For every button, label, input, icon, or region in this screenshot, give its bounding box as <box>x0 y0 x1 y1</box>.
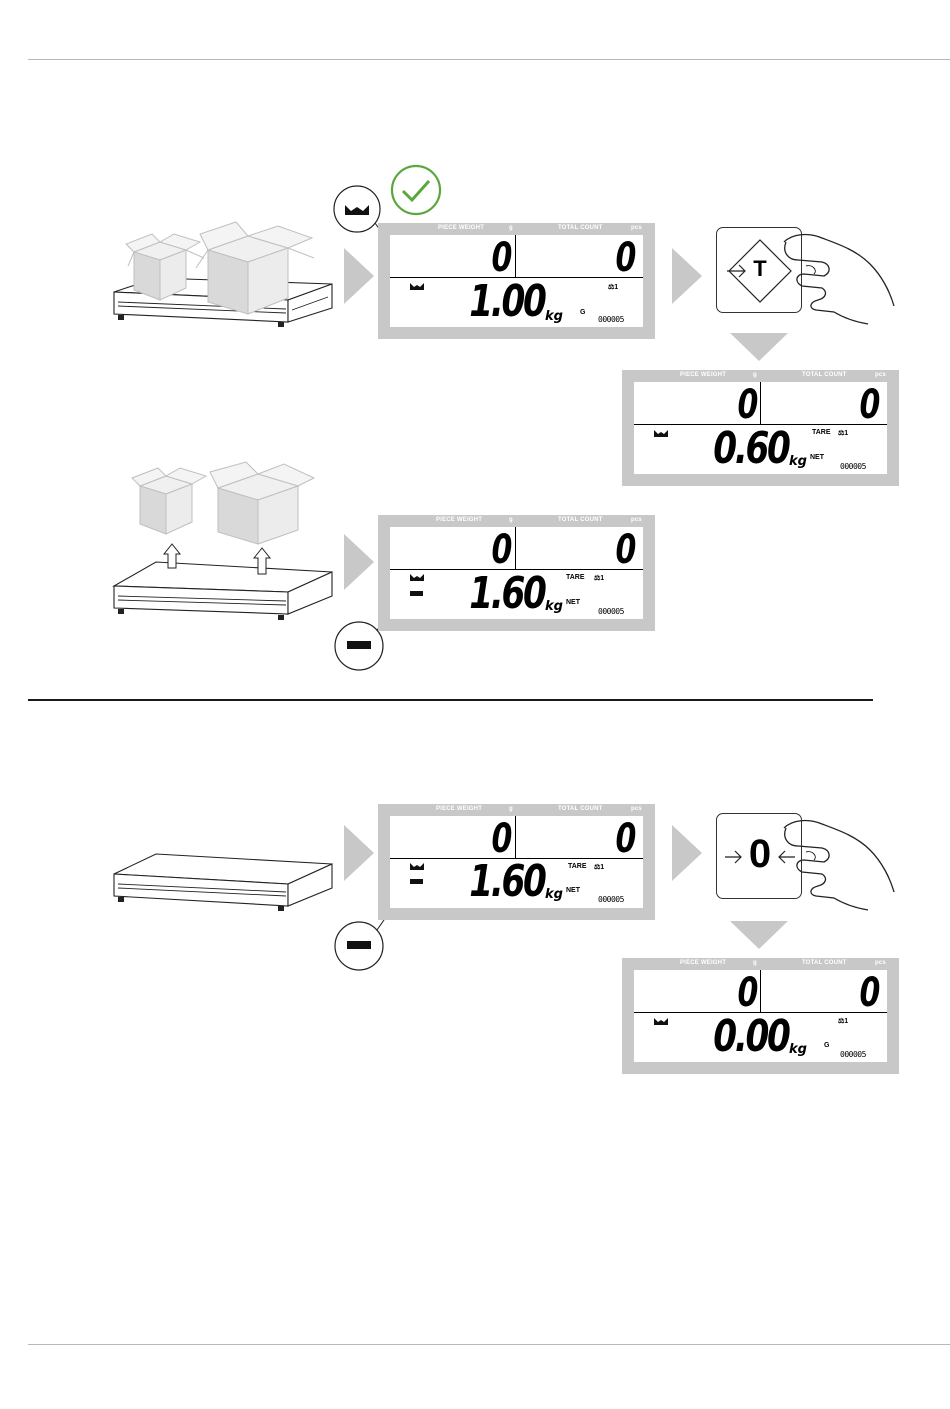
step-arrow-icon <box>672 248 702 304</box>
step-arrow-icon <box>730 333 788 361</box>
scale-platform-icon <box>108 462 338 637</box>
total-count-value: 0 <box>616 819 635 859</box>
scale-platform-icon <box>108 222 338 342</box>
piece-weight-unit: g <box>509 517 513 523</box>
weight-value: 0.00 <box>714 1015 789 1059</box>
total-count-value: 0 <box>616 530 635 570</box>
piece-weight-unit: g <box>509 225 513 231</box>
scale-number-icon: ⚖1 <box>594 863 604 871</box>
scale-platform-icon <box>108 848 338 920</box>
piece-weight-value: 0 <box>492 819 511 859</box>
display-screen: 0 0 0.00 kg G ⚖1 000005 <box>634 970 887 1062</box>
piece-weight-header: PIECE WEIGHT <box>680 960 726 966</box>
gross-net-indicator: G <box>580 309 585 316</box>
total-count-value: 0 <box>860 973 879 1013</box>
gross-net-indicator: NET <box>810 454 824 461</box>
scale-display: PIECE WEIGHT g TOTAL COUNT pcs 0 0 1.00 … <box>378 223 655 339</box>
total-count-header: TOTAL COUNT <box>558 806 603 812</box>
transaction-counter: 000005 <box>840 1050 866 1059</box>
step-arrow-icon <box>344 534 374 590</box>
weight-unit: kg <box>545 309 563 324</box>
gross-net-indicator: NET <box>566 887 580 894</box>
display-screen: 0 0 1.00 kg G ⚖1 000005 <box>390 235 643 327</box>
total-count-header: TOTAL COUNT <box>802 960 847 966</box>
zero-key-label: 0 <box>741 834 779 874</box>
piece-weight-header: PIECE WEIGHT <box>680 372 726 378</box>
total-count-unit: pcs <box>631 806 642 812</box>
piece-weight-value: 0 <box>738 385 757 425</box>
weight-value: 1.60 <box>470 860 545 904</box>
tare-indicator: TARE <box>812 429 831 436</box>
tare-indicator: TARE <box>566 574 585 581</box>
transaction-counter: 000005 <box>598 895 624 904</box>
piece-weight-header: PIECE WEIGHT <box>436 806 482 812</box>
piece-weight-value: 0 <box>738 973 757 1013</box>
weight-unit: kg <box>545 599 563 614</box>
total-count-value: 0 <box>860 385 879 425</box>
piece-weight-header: PIECE WEIGHT <box>436 517 482 523</box>
total-count-unit: pcs <box>875 372 886 378</box>
hand-press-icon <box>782 230 897 330</box>
step-arrow-icon <box>344 825 374 881</box>
scale-display: PIECE WEIGHT g TOTAL COUNT pcs 0 0 1.60 … <box>378 804 655 920</box>
stability-indicator-icon <box>410 863 424 870</box>
stability-indicator-icon <box>654 1018 668 1025</box>
scale-number-icon: ⚖1 <box>838 429 848 437</box>
stability-indicator-icon <box>654 430 668 437</box>
piece-weight-header: PIECE WEIGHT <box>438 225 484 231</box>
step-arrow-icon <box>730 921 788 949</box>
total-count-header: TOTAL COUNT <box>802 372 847 378</box>
tare-key-label: T <box>746 256 774 282</box>
piece-weight-unit: g <box>753 960 757 966</box>
scale-number-icon: ⚖1 <box>608 283 618 291</box>
stability-indicator-icon <box>410 574 424 581</box>
scale-display: PIECE WEIGHT g TOTAL COUNT pcs 0 0 0.00 … <box>622 958 899 1074</box>
weight-value: 1.00 <box>470 280 545 324</box>
scale-number-icon: ⚖1 <box>838 1017 848 1025</box>
piece-weight-value: 0 <box>492 238 511 278</box>
weight-unit: kg <box>789 1042 807 1057</box>
weight-unit: kg <box>545 887 563 902</box>
weight-value: 0.60 <box>714 427 789 471</box>
piece-weight-unit: g <box>753 372 757 378</box>
transaction-counter: 000005 <box>598 607 624 616</box>
transaction-counter: 000005 <box>840 462 866 471</box>
section-divider <box>28 699 873 701</box>
gross-net-indicator: G <box>824 1042 829 1049</box>
display-screen: 0 0 1.60 kg NET TARE ⚖1 000005 <box>390 527 643 619</box>
step-arrow-icon <box>672 825 702 881</box>
negative-sign-icon <box>410 879 423 884</box>
total-count-unit: pcs <box>631 225 642 231</box>
total-count-unit: pcs <box>875 960 886 966</box>
display-screen: 0 0 0.60 kg NET TARE ⚖1 000005 <box>634 382 887 474</box>
step-arrow-icon <box>344 248 374 304</box>
total-count-header: TOTAL COUNT <box>558 517 603 523</box>
bottom-rule <box>28 1344 950 1345</box>
transaction-counter: 000005 <box>598 315 624 324</box>
total-count-header: TOTAL COUNT <box>558 225 603 231</box>
piece-weight-unit: g <box>509 806 513 812</box>
gross-net-indicator: NET <box>566 599 580 606</box>
total-count-value: 0 <box>616 238 635 278</box>
scale-display: PIECE WEIGHT g TOTAL COUNT pcs 0 0 0.60 … <box>622 370 899 486</box>
negative-sign-icon <box>410 591 423 596</box>
weight-unit: kg <box>789 454 807 469</box>
stability-indicator-icon <box>410 283 424 290</box>
scale-display: PIECE WEIGHT g TOTAL COUNT pcs 0 0 1.60 … <box>378 515 655 631</box>
scale-number-icon: ⚖1 <box>594 574 604 582</box>
tare-indicator: TARE <box>568 863 587 870</box>
hand-press-icon <box>782 816 897 916</box>
total-count-unit: pcs <box>631 517 642 523</box>
weight-value: 1.60 <box>470 572 545 616</box>
display-screen: 0 0 1.60 kg NET TARE ⚖1 000005 <box>390 816 643 908</box>
piece-weight-value: 0 <box>492 530 511 570</box>
top-rule <box>28 59 950 60</box>
